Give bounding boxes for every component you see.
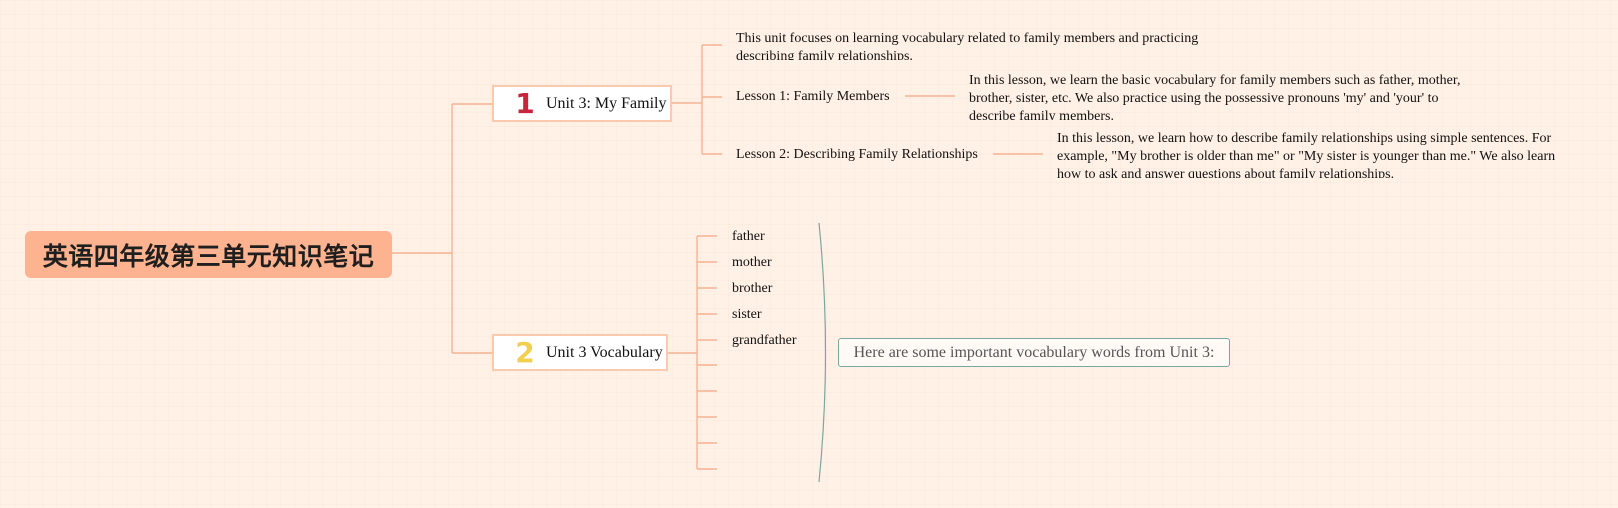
vocab-word-father[interactable]: father [732,229,765,244]
lesson2-title[interactable]: Lesson 2: Describing Family Relationship… [736,147,978,162]
vocab-word-sister[interactable]: sister [732,307,762,322]
summary-text: Here are some important vocabulary words… [853,343,1215,361]
branch-title: Unit 3 Vocabulary [546,343,663,361]
branch-unit3-vocabulary[interactable]: 2 Unit 3 Vocabulary [492,334,668,371]
lesson2-description[interactable]: In this lesson, we learn how to describe… [1057,131,1556,178]
branch-number-1: 1 [515,86,535,120]
branch-number-2: 2 [515,335,535,369]
root-title: 英语四年级第三单元知识笔记 [42,241,375,271]
vocab-word-brother[interactable]: brother [732,281,773,296]
lesson1-title[interactable]: Lesson 1: Family Members [736,89,890,104]
branch-title: Unit 3: My Family [546,94,667,112]
summary-bracket [818,222,827,483]
lesson1-description[interactable]: In this lesson, we learn the basic vocab… [969,73,1461,120]
vocabulary-summary[interactable]: Here are some important vocabulary words… [838,338,1230,367]
unit3-overview[interactable]: This unit focuses on learning vocabulary… [736,31,1199,60]
branch-unit3-my-family[interactable]: 1 Unit 3: My Family [492,85,672,122]
vocab-word-mother[interactable]: mother [732,255,772,270]
vocab-word-grandfather[interactable]: grandfather [732,333,797,348]
root-topic[interactable]: 英语四年级第三单元知识笔记 [25,231,392,278]
